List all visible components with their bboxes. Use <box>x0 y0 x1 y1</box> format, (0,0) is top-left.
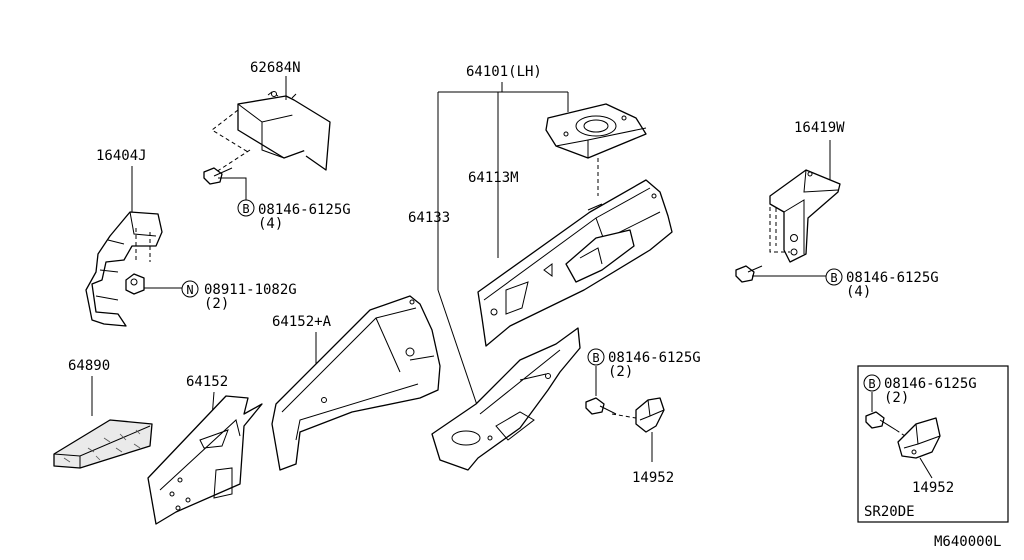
fastener-n-08911: N 08911-1082G (2) <box>181 280 297 312</box>
part-62684n[interactable] <box>237 91 331 171</box>
svg-text:08146-6125G: 08146-6125G <box>258 202 351 218</box>
svg-text:(2): (2) <box>204 296 229 312</box>
label-64890: 64890 <box>68 358 110 374</box>
bolt-icon[interactable] <box>203 167 233 185</box>
fastener-b-08146-2-inset: B 08146-6125G (2) <box>863 374 977 406</box>
part-16419w[interactable] <box>769 169 841 263</box>
svg-text:N: N <box>186 283 193 297</box>
label-64101-lh: 64101(LH) <box>466 64 542 80</box>
label-14952: 14952 <box>632 470 674 486</box>
part-16404j[interactable] <box>85 211 163 327</box>
svg-text:B: B <box>592 351 599 365</box>
fastener-b-08146-4-top: B 08146-6125G (4) <box>237 199 351 232</box>
svg-text:(4): (4) <box>846 284 871 300</box>
svg-text:(4): (4) <box>258 216 283 232</box>
svg-text:08146-6125G: 08146-6125G <box>884 376 977 392</box>
inset-sr20de: B 08146-6125G (2) 14952 SR20DE <box>857 365 1009 523</box>
part-64133[interactable] <box>431 327 581 471</box>
label-14952-inset: 14952 <box>912 480 954 496</box>
label-16419w: 16419W <box>794 120 845 136</box>
part-64152a[interactable] <box>271 295 441 471</box>
part-64113m[interactable] <box>477 179 673 347</box>
bolt-icon[interactable] <box>735 265 763 283</box>
label-62684n: 62684N <box>250 60 301 76</box>
label-64152: 64152 <box>186 374 228 390</box>
svg-text:B: B <box>830 271 837 285</box>
nut-icon[interactable] <box>125 273 145 295</box>
label-64113m: 64113M <box>468 170 519 186</box>
part-14952[interactable] <box>635 397 665 433</box>
label-16404j: 16404J <box>96 148 147 164</box>
svg-text:B: B <box>868 377 875 391</box>
bolt-icon[interactable] <box>585 397 617 415</box>
svg-text:08911-1082G: 08911-1082G <box>204 282 297 298</box>
inset-title: SR20DE <box>864 504 915 520</box>
part-strut-tower[interactable] <box>545 103 647 159</box>
part-64152[interactable] <box>147 395 263 525</box>
svg-text:(2): (2) <box>608 364 633 380</box>
part-64890[interactable] <box>53 419 153 469</box>
fastener-b-08146-4-right: B 08146-6125G (4) <box>825 268 939 300</box>
part-14952-inset[interactable] <box>897 417 941 459</box>
label-64133: 64133 <box>408 210 450 226</box>
label-64152a: 64152+A <box>272 314 332 330</box>
bolt-icon[interactable] <box>865 411 897 431</box>
svg-text:B: B <box>242 202 249 216</box>
diagram-code: M640000L <box>934 534 1001 550</box>
svg-text:(2): (2) <box>884 390 909 406</box>
svg-text:08146-6125G: 08146-6125G <box>846 270 939 286</box>
svg-text:08146-6125G: 08146-6125G <box>608 350 701 366</box>
fastener-b-08146-2-mid: B 08146-6125G (2) <box>587 348 701 380</box>
